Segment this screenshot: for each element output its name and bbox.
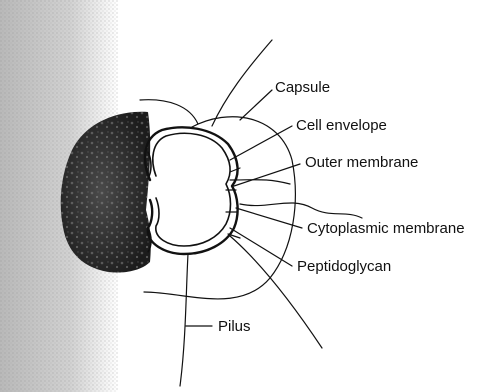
- leader-lines: [186, 90, 302, 326]
- label-peptidoglycan: Peptidoglycan: [297, 258, 391, 275]
- capsule-outline: [144, 117, 295, 299]
- label-capsule: Capsule: [275, 79, 330, 96]
- bacterial-cell: [145, 127, 240, 254]
- label-cytoplasmic-membrane: Cytoplasmic membrane: [307, 220, 465, 237]
- label-pilus: Pilus: [218, 318, 251, 335]
- label-cell-envelope: Cell envelope: [296, 117, 387, 134]
- label-outer-membrane: Outer membrane: [305, 154, 418, 171]
